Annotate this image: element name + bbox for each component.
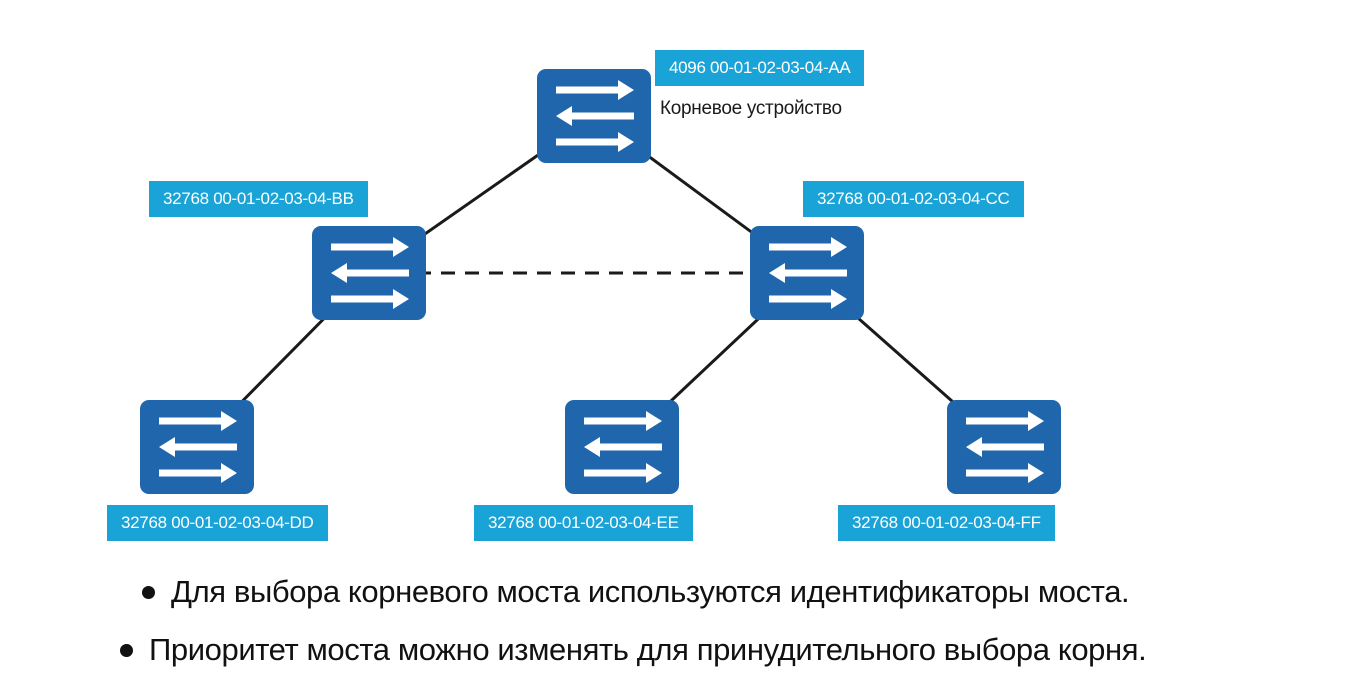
switch-cc [750,226,864,320]
bullet-text: Приоритет моста можно изменять для прину… [149,632,1147,667]
switch-icon [312,226,426,320]
bullet-bridge-id: Для выбора корневого моста используются … [142,574,1130,610]
switch-dd-label: 32768 00-01-02-03-04-DD [107,505,328,541]
switch-aa [537,69,651,163]
bullet-dot [142,585,155,599]
switch-icon [537,69,651,163]
switch-ee [565,400,679,494]
switch-icon [140,400,254,494]
switch-ff [947,400,1061,494]
switch-aa-label: 4096 00-01-02-03-04-AA [655,50,865,86]
bullet-bridge-priority: Приоритет моста можно изменять для прину… [120,632,1147,668]
switch-cc-label: 32768 00-01-02-03-04-CC [803,181,1024,217]
switches-layer [140,69,1061,494]
switch-dd [140,400,254,494]
switch-icon [565,400,679,494]
switch-ee-label: 32768 00-01-02-03-04-EE [474,505,693,541]
switch-bb [312,226,426,320]
bullet-dot [120,643,133,657]
switch-bb-label: 32768 00-01-02-03-04-BB [149,181,368,217]
root-bridge-caption: Корневое устройство [660,98,842,119]
switch-icon [750,226,864,320]
switch-ff-label: 32768 00-01-02-03-04-FF [838,505,1055,541]
bullet-text: Для выбора корневого моста используются … [171,574,1130,609]
switch-icon [947,400,1061,494]
